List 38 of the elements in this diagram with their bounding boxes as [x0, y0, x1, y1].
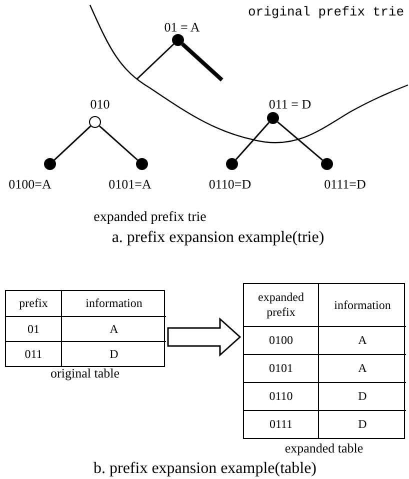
- table-cell: D: [319, 382, 406, 410]
- tree-branch: [235, 122, 270, 160]
- tree-branch: [277, 121, 323, 161]
- data-table: [243, 283, 405, 439]
- table-cell: 0101: [244, 354, 319, 382]
- node-label: 01 = A: [164, 20, 200, 34]
- node-label: 0110=D: [208, 178, 252, 190]
- tree-branch: [98, 125, 138, 161]
- table-cell: A: [319, 326, 406, 354]
- table-caption: original table: [50, 366, 120, 380]
- table-cell: D: [319, 410, 406, 438]
- table-cell: 0111: [244, 410, 319, 438]
- tree-branch: [54, 126, 92, 160]
- section-label: original prefix trie: [248, 6, 404, 18]
- node-label: 0101=A: [108, 178, 152, 190]
- table-cell: 0100: [244, 326, 319, 354]
- block-arrow: [167, 317, 242, 357]
- table-cell: D: [62, 341, 166, 366]
- table-cell: expanded prefix: [244, 284, 319, 326]
- table-cell: A: [319, 354, 406, 382]
- section-label: expanded prefix trie: [94, 211, 206, 225]
- node-label: 010: [90, 98, 110, 110]
- data-table: [5, 290, 165, 367]
- table-cell: A: [62, 316, 166, 341]
- table-cell: 01: [6, 316, 62, 341]
- table-cell: prefix: [6, 291, 62, 316]
- node-label: 0111=D: [324, 178, 366, 190]
- tree-branch: [181, 42, 224, 82]
- figure-caption: a. prefix expansion example(trie): [112, 230, 324, 246]
- table-caption: expanded table: [284, 442, 364, 454]
- table-cell-text: information: [84, 295, 144, 312]
- table-cell-text: information: [333, 296, 392, 314]
- node-label: 011 = D: [268, 98, 312, 110]
- table-cell: 0110: [244, 382, 319, 410]
- figure-caption: b. prefix expansion example(table): [93, 461, 317, 477]
- table-cell: 011: [6, 341, 62, 366]
- node-label: 0100=A: [8, 178, 52, 190]
- tree-branch: [136, 44, 174, 80]
